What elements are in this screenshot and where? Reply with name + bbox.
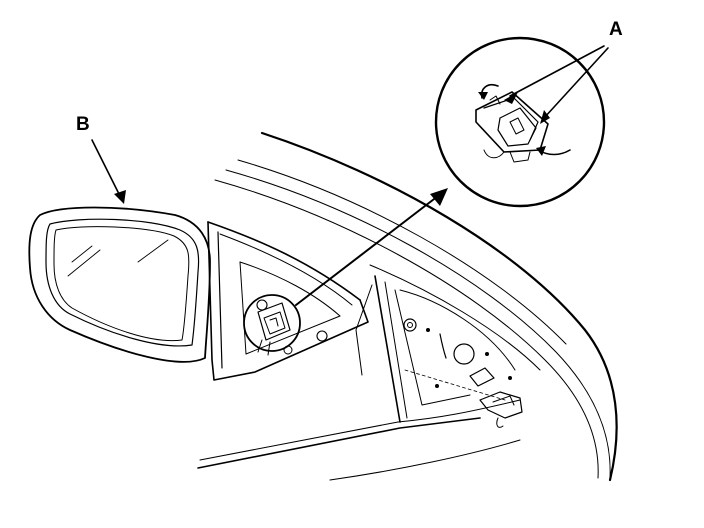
callout-label-a: A xyxy=(609,19,623,40)
panel-square-hole xyxy=(469,367,495,387)
mirror-connector-callout xyxy=(243,294,328,356)
callout-label-b: B xyxy=(76,114,90,135)
door-frame xyxy=(197,131,618,482)
mounting-nut xyxy=(403,318,417,332)
mirror-mount-bolt-left xyxy=(256,299,268,311)
mirror-mount-bolt-right xyxy=(316,330,328,342)
panel-round-hole xyxy=(453,343,475,365)
zoom-leader-arrow xyxy=(295,188,448,306)
door-harness-connector xyxy=(479,391,523,419)
mirror-base xyxy=(207,221,369,381)
callout-b-leader xyxy=(91,139,126,204)
callout-a-leaders xyxy=(504,45,609,124)
mirror-assembly xyxy=(28,206,211,363)
zoom-detail-view xyxy=(434,36,606,208)
door-inner-panel xyxy=(355,275,523,428)
